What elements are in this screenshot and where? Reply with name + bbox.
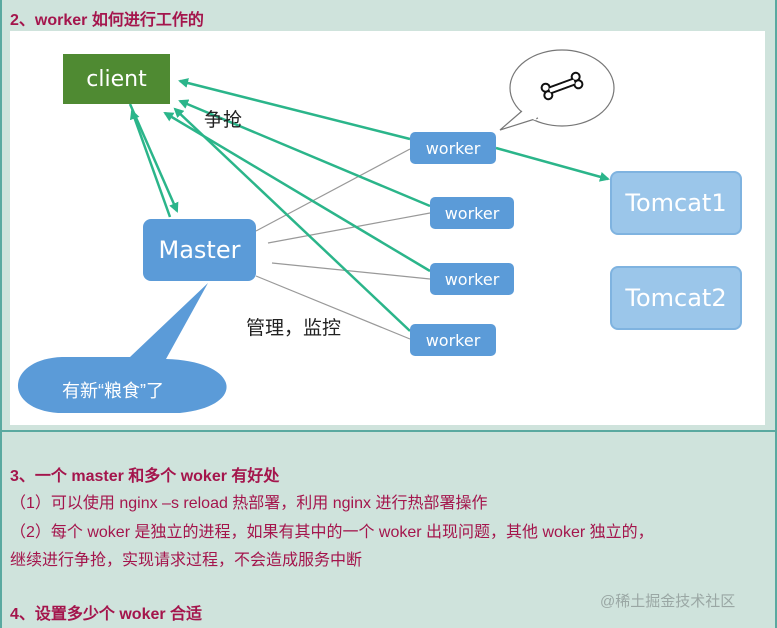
bubble-text: 有新“粮食”了 <box>62 381 164 401</box>
client-node: client <box>63 54 170 104</box>
worker-node-2: worker <box>430 197 514 229</box>
master-to-worker4-line <box>255 275 411 340</box>
worker3-to-client-arrow <box>163 111 431 273</box>
watermark: @稀土掘金技术社区 <box>600 593 736 610</box>
worker-diagram: client Master worker worker worker worke… <box>10 31 765 425</box>
worker1-to-client-arrow <box>178 78 411 141</box>
frame-right-border <box>775 0 777 628</box>
worker1-to-tomcat1-arrow <box>495 146 610 182</box>
diagram-connectors <box>17 49 615 413</box>
worker2-to-client-arrow <box>178 99 431 208</box>
worker-node-4: worker <box>410 324 496 356</box>
section3-line1: （1）可以使用 nginx –s reload 热部署，利用 nginx 进行热… <box>10 495 488 512</box>
section3-line3: 继续进行争抢，实现请求过程，不会造成服务中断 <box>10 552 363 569</box>
section4-heading: 4、设置多少个 woker 合适 <box>10 606 203 623</box>
master-to-worker2-line <box>267 212 431 244</box>
worker4-to-client-arrow <box>173 107 411 332</box>
frame-left-border <box>0 0 2 628</box>
grab-label: 争抢 <box>204 110 243 131</box>
master-node: Master <box>143 219 256 281</box>
manage-label: 管理，监控 <box>246 318 342 339</box>
client-to-master-arrow <box>128 103 179 213</box>
master-to-worker1-line <box>255 148 411 232</box>
section3-line2: （2）每个 woker 是独立的进程，如果有其中的一个 woker 出现问题，其… <box>10 524 654 541</box>
master-to-client-arrow <box>129 109 172 218</box>
speech-bubble <box>17 283 227 413</box>
section2-heading: 2、worker 如何进行工作的 <box>10 12 204 29</box>
tomcat1-node: Tomcat1 <box>610 171 742 235</box>
tomcat2-node: Tomcat2 <box>610 266 742 330</box>
section3-heading: 3、一个 master 和多个 woker 有好处 <box>10 468 280 485</box>
master-to-worker3-line <box>271 262 431 280</box>
bone-icon <box>540 71 584 101</box>
worker-node-1: worker <box>410 132 496 164</box>
section-divider <box>0 430 777 432</box>
worker-node-3: worker <box>430 263 514 295</box>
